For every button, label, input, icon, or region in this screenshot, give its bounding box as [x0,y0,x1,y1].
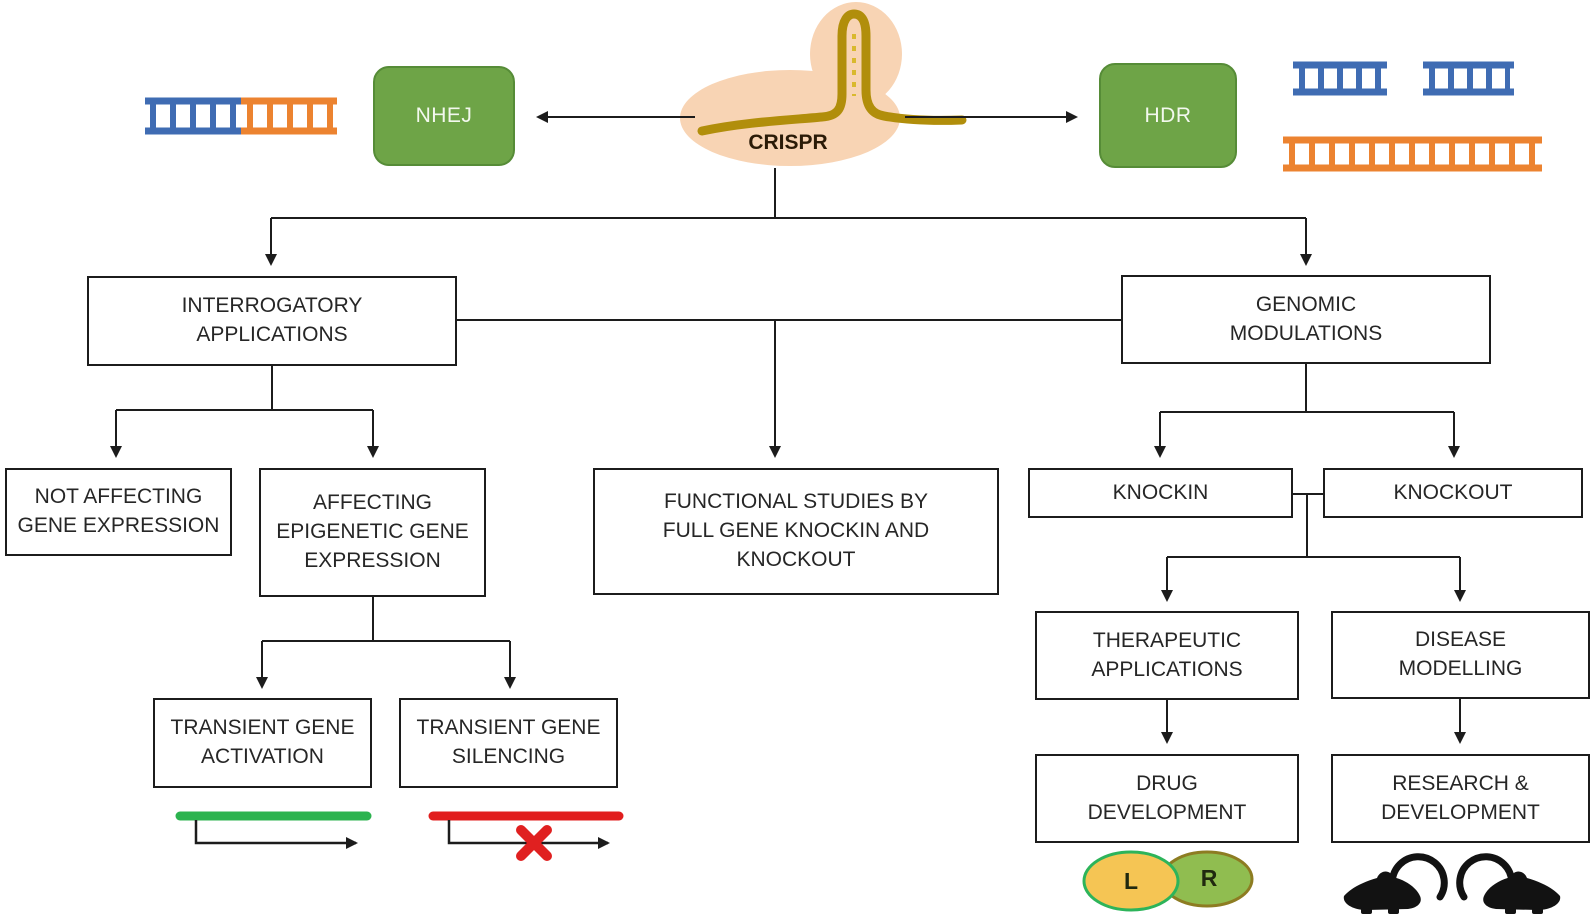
node-transient-gene-silencing: TRANSIENT GENE SILENCING [399,698,618,788]
venn-left-letter: L [1123,867,1139,894]
node-affecting-epigenetic-gene-expression: AFFECTING EPIGENETIC GENE EXPRESSION [259,468,486,597]
node-not-affecting-gene-expression: NOT AFFECTING GENE EXPRESSION [5,468,232,556]
node-interrogatory-applications: INTERROGATORY APPLICATIONS [87,276,457,366]
gene-silencing-blocked-arrow-icon [428,811,624,861]
drug-overlap-venn-icon [1082,850,1254,912]
node-genomic-modulations: GENOMIC MODULATIONS [1121,275,1491,364]
red-x-icon [516,825,552,861]
node-transient-gene-activation: TRANSIENT GENE ACTIVATION [153,698,372,788]
node-drug-development: DRUG DEVELOPMENT [1035,754,1299,843]
dna-cleaved-duplex-icon [145,97,337,135]
venn-right-letter: R [1200,864,1218,891]
node-disease-modelling: DISEASE MODELLING [1331,611,1590,699]
cas9-crispr-blob-icon [680,2,967,166]
crispr-label: CRISPR [748,131,828,154]
node-knockin: KNOCKIN [1028,468,1293,518]
node-therapeutic-applications: THERAPEUTIC APPLICATIONS [1035,611,1299,700]
node-knockout: KNOCKOUT [1323,468,1583,518]
gene-activation-arrow-icon [175,811,372,849]
laboratory-mice-icon [1344,857,1560,914]
hdr-pathway-box: HDR [1099,63,1237,168]
connector-lines [110,111,1466,744]
node-functional-studies: FUNCTIONAL STUDIES BY FULL GENE KNOCKIN … [593,468,999,595]
node-research-development: RESEARCH & DEVELOPMENT [1331,754,1590,843]
nhej-pathway-box: NHEJ [373,66,515,166]
dna-donor-fragments-icon [1283,61,1542,172]
